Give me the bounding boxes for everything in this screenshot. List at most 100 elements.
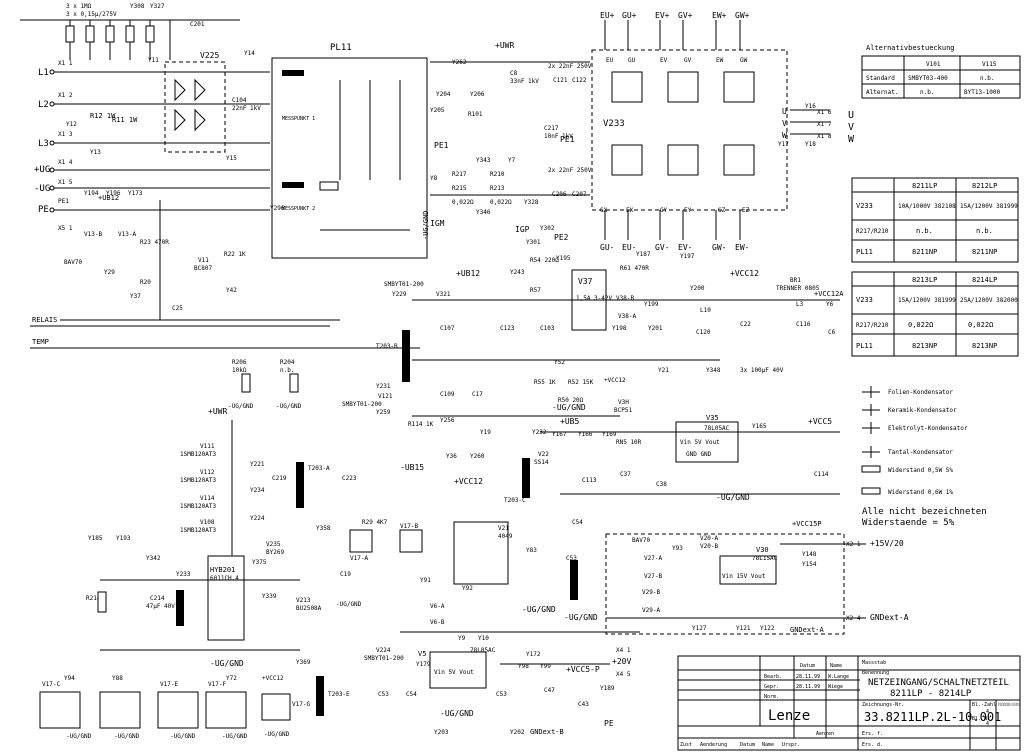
- testpoint-y7: Y7: [508, 157, 516, 164]
- testpoint-y206: Y206: [470, 91, 485, 98]
- diode-v29a: V29-A: [642, 607, 660, 614]
- pin-gw: GW: [740, 57, 748, 64]
- opto-v17g-label: V17-G: [292, 701, 310, 708]
- bridge-rectifier-v225: V225: [200, 51, 219, 60]
- resistor-rn5: RN5 10R: [616, 439, 642, 446]
- cap-c120: C120: [696, 329, 711, 336]
- cap-c217: C217: [544, 125, 559, 132]
- testpoint-y187: Y187: [636, 251, 651, 258]
- variant1-row-v233: V233: [856, 202, 873, 210]
- gate-driver-section: R29 4K7 V17-A V17-B C19 -UG/GND +VCC12 V…: [336, 477, 598, 622]
- transformer-t203b-label: T203-B: [376, 343, 398, 350]
- varistor-note-2: 3 x 0,15µ/275V: [66, 11, 117, 18]
- regulator-v35-label: V35: [706, 414, 719, 422]
- resistor-r61: R61 470R: [620, 265, 649, 272]
- testpoint-y10: Y10: [478, 635, 489, 642]
- inductor-l3: L3: [796, 301, 804, 308]
- pin-ev: EV: [660, 57, 668, 64]
- pin-gz: GZ: [718, 207, 726, 214]
- alt-row-alternat: Alternat.: [866, 89, 899, 96]
- title-main-2: 8211LP - 8214LP: [890, 689, 972, 699]
- resistor-r52: R52 15K: [568, 379, 594, 386]
- resistor-r50: R50 20Ω: [558, 397, 584, 404]
- cap-c107: C107: [440, 325, 455, 332]
- hybrid-driver-section: +UWR V111 1SMB120AT3 V112 1SMB120AT3 V11…: [86, 407, 357, 668]
- testpoint-y203: Y203: [434, 729, 449, 736]
- regulator-v30: [719, 555, 777, 585]
- rail-pe-bottom: PE: [604, 719, 614, 728]
- variant1-header-8212: 8212LP: [972, 182, 997, 190]
- testpoint-y327: Y327: [150, 3, 165, 10]
- title-gepr: Gepr.: [764, 684, 779, 690]
- mains-input-section: L1 L2 L3 +UG -UG PE X1 1 X1 2 X1 3 X1 4 …: [20, 3, 270, 232]
- variant1-header-8211: 8211LP: [912, 182, 937, 190]
- output-gu-minus: GU-: [600, 243, 614, 252]
- diode-v112: V112: [200, 469, 215, 476]
- resistor-r20: R20: [140, 279, 151, 286]
- resistor-r214: R214: [86, 595, 101, 602]
- bridge-rectifier-frame: [164, 61, 226, 153]
- testpoint-y256: Y256: [440, 417, 455, 424]
- testpoint-y205: Y205: [430, 107, 445, 114]
- variant2-header-8214: 8214LP: [972, 276, 997, 284]
- regulator-v30-pins: Vin 15V Vout: [722, 573, 766, 580]
- transistor-v11-type: BC807: [194, 265, 212, 272]
- testpoint-y346: Y346: [476, 209, 491, 216]
- title-block: Massstab Benennung NETZEINGANG/SCHALTNET…: [677, 655, 1021, 751]
- connector-x4-5: X4 5: [616, 671, 631, 678]
- vcc5p-section: V6-A V6-B Y9 Y10 V5 78L05AC Vin 5V Vout …: [296, 603, 640, 736]
- cap-c104-value: 22nF 1kV: [232, 105, 261, 112]
- cap-c8: C8: [510, 70, 518, 77]
- testpoint-y9: Y9: [458, 635, 466, 642]
- cap-c122: C122: [572, 77, 587, 84]
- resistor-varistor-1: [65, 25, 75, 43]
- resistor-r204: R204: [280, 359, 295, 366]
- variant2-r217-8213: 0,022Ω: [908, 321, 933, 329]
- diode-v114-type: 1SMB120AT3: [180, 503, 217, 510]
- diode-smbyt01-top: SMBYT01-200: [384, 281, 424, 288]
- variant2-v233-8213: 15A/1200V 381999: [898, 297, 956, 304]
- cap-c201: C201: [190, 21, 205, 28]
- cap-c6: C6: [828, 329, 836, 336]
- connector-x1-2: X1 2: [58, 92, 73, 99]
- transformer-t203e-label: T203-E: [328, 691, 350, 698]
- testpoint-y173: Y173: [128, 190, 143, 197]
- pin-ez: EZ: [742, 207, 750, 214]
- variant2-pl11-8214: 8213NP: [972, 342, 997, 350]
- testpoint-y36: Y36: [446, 453, 457, 460]
- title-datum-foot: Datum: [740, 742, 755, 748]
- diode-v121: V121: [378, 393, 393, 400]
- diode-v29b: V29-B: [642, 589, 660, 596]
- cap-2x22nf-mid: 2x 22nF 250V: [548, 167, 592, 174]
- legend-keramik: Keramik-Kondensator: [888, 407, 957, 414]
- gnd-r206: -UG/GND: [228, 403, 254, 410]
- pl11-messpunkt-2: MESSPUNKT 2: [282, 206, 315, 212]
- pl11-label: PL11: [330, 43, 352, 53]
- cap-3x100uf: 3x 100µF 40V: [740, 367, 784, 374]
- diode-smbyt01-bottom: SMBYT01-200: [364, 655, 404, 662]
- variant2-header-8213: 8213LP: [912, 276, 937, 284]
- title-ers-f: Ers. f.: [862, 731, 883, 737]
- transistor-v3h: V3H: [618, 399, 629, 406]
- cap-c19: C19: [340, 571, 351, 578]
- resistor-r23: R23 470R: [140, 239, 169, 246]
- diode-v27b: V27-B: [644, 573, 662, 580]
- pl11-messpunkt-1: MESSPUNKT 1: [282, 116, 315, 122]
- rail-ub12-center: +UB12: [456, 269, 480, 278]
- variant1-row-r217: R217/R210: [856, 228, 889, 235]
- bridge-br1-value: TRENNER 0805: [776, 285, 820, 292]
- ic-v21: [453, 521, 509, 585]
- cap-c27: C54: [572, 519, 583, 526]
- testpoint-y234: Y234: [250, 487, 265, 494]
- testpoint-y308: Y308: [130, 3, 145, 10]
- gnd-gate-driver: -UG/GND: [336, 601, 362, 608]
- output-gw-minus: GW-: [712, 243, 726, 252]
- variant1-pl11-8212: 8211NP: [972, 248, 997, 256]
- rail-ug-gnd-driver-b: -UG/GND: [564, 613, 598, 622]
- output-ev-plus: EV+: [655, 11, 670, 20]
- alt-row-alternat-v115: BYT13-1000: [964, 89, 1001, 96]
- terminal-l1: [49, 69, 55, 75]
- cap-c113: C113: [582, 477, 597, 484]
- alt-table-title: Alternativbestueckung: [866, 44, 955, 52]
- title-massstab: Massstab: [862, 660, 886, 666]
